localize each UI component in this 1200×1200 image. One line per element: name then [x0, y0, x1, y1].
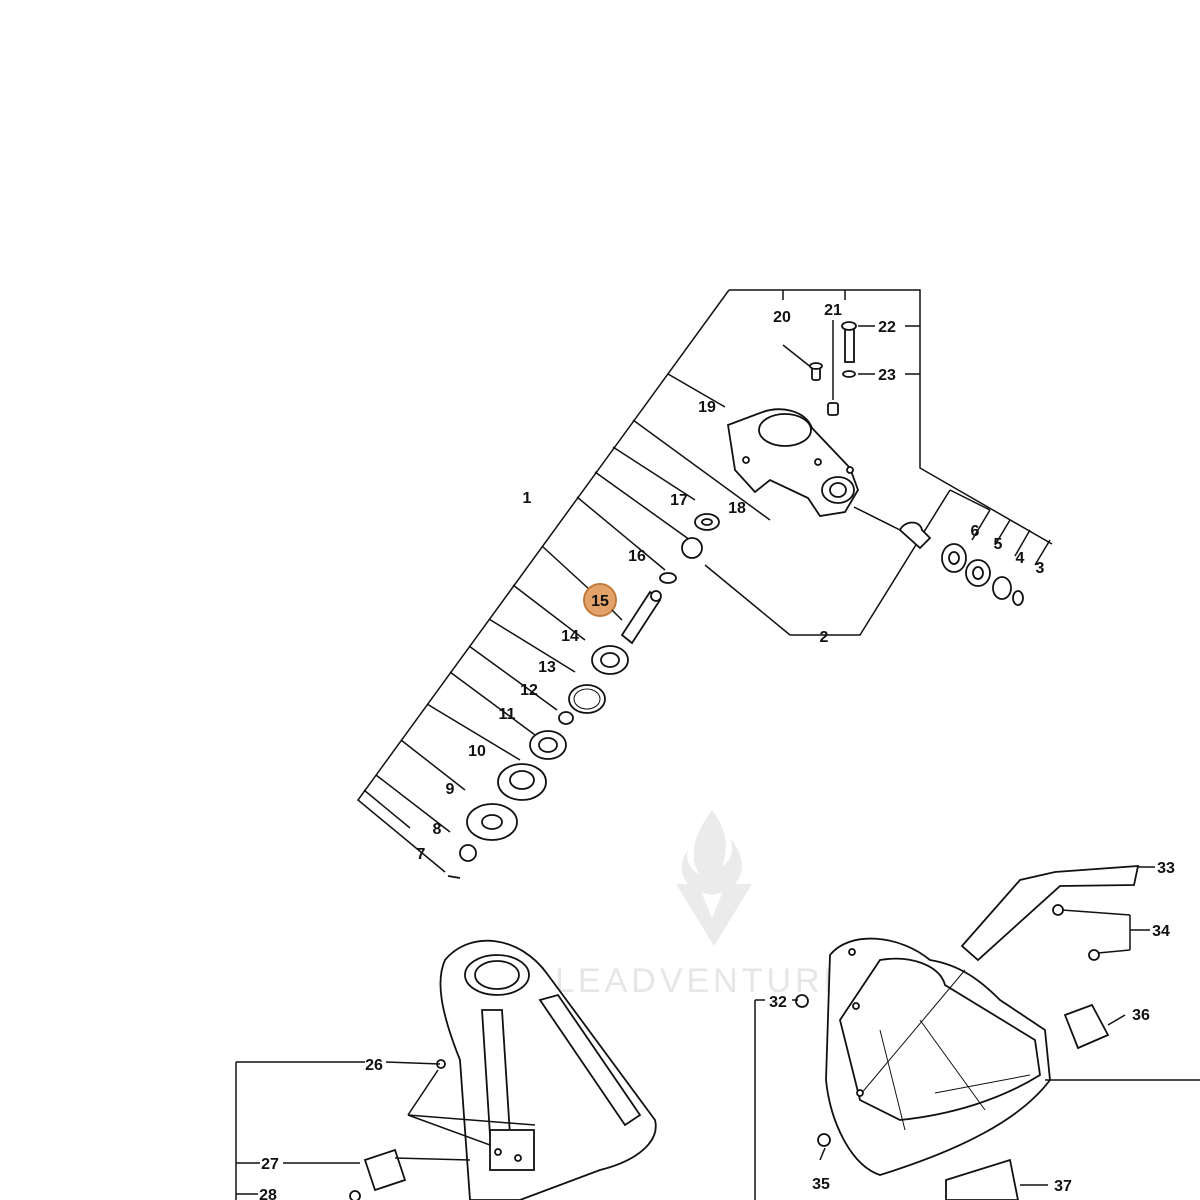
- callout-32[interactable]: 32: [769, 994, 787, 1011]
- callout-27[interactable]: 27: [261, 1156, 279, 1173]
- bracket-lines: [356, 289, 1053, 873]
- highlighted-callout-marker[interactable]: [583, 583, 617, 617]
- callout-19[interactable]: 19: [698, 399, 716, 416]
- gear-head-housing-part: [726, 408, 859, 517]
- shaft-parts: [447, 513, 720, 879]
- callout-34[interactable]: 34: [1152, 923, 1170, 940]
- callout-11[interactable]: 11: [499, 706, 516, 723]
- callout-33[interactable]: 33: [1157, 860, 1175, 877]
- watermark: LEADVENTURE: [555, 810, 850, 1000]
- callout-12[interactable]: 12: [520, 682, 538, 699]
- watermark-text: LEADVENTURE: [555, 962, 850, 1000]
- callout-6[interactable]: 6: [971, 523, 980, 540]
- callout-35[interactable]: 35: [812, 1176, 830, 1193]
- callout-13[interactable]: 13: [538, 659, 556, 676]
- callout-20[interactable]: 20: [773, 309, 791, 326]
- callout-8[interactable]: 8: [433, 821, 442, 838]
- callout-18[interactable]: 18: [728, 500, 746, 517]
- callout-17[interactable]: 17: [670, 492, 688, 509]
- callout-2[interactable]: 2: [820, 629, 829, 646]
- callout-14[interactable]: 14: [561, 628, 579, 645]
- callout-9[interactable]: 9: [446, 781, 455, 798]
- callout-22[interactable]: 22: [878, 319, 896, 336]
- watermark-flame-icon: [681, 810, 742, 895]
- callout-16[interactable]: 16: [628, 548, 646, 565]
- callout-labels: 1 2 3 4 5 6 7 8 9 10 11 12 13 14 15 16 1…: [259, 302, 1175, 1200]
- callout-4[interactable]: 4: [1016, 550, 1025, 567]
- right-guard-part: [754, 865, 1200, 1200]
- callout-1[interactable]: 1: [523, 490, 532, 507]
- right-bearing-parts: [853, 506, 1024, 606]
- left-guard-part: [235, 939, 657, 1200]
- callout-21[interactable]: 21: [824, 302, 842, 319]
- callout-23[interactable]: 23: [878, 367, 896, 384]
- callout-3[interactable]: 3: [1036, 560, 1045, 577]
- callout-28[interactable]: 28: [259, 1187, 277, 1200]
- watermark-v-icon: [676, 884, 752, 946]
- callout-7[interactable]: 7: [417, 846, 426, 863]
- callout-5[interactable]: 5: [994, 536, 1003, 553]
- callout-26[interactable]: 26: [365, 1057, 383, 1074]
- callout-15[interactable]: 15: [591, 593, 609, 610]
- callout-37[interactable]: 37: [1054, 1178, 1072, 1195]
- screws-top: [809, 321, 857, 416]
- callout-10[interactable]: 10: [468, 743, 486, 760]
- callout-36[interactable]: 36: [1132, 1007, 1150, 1024]
